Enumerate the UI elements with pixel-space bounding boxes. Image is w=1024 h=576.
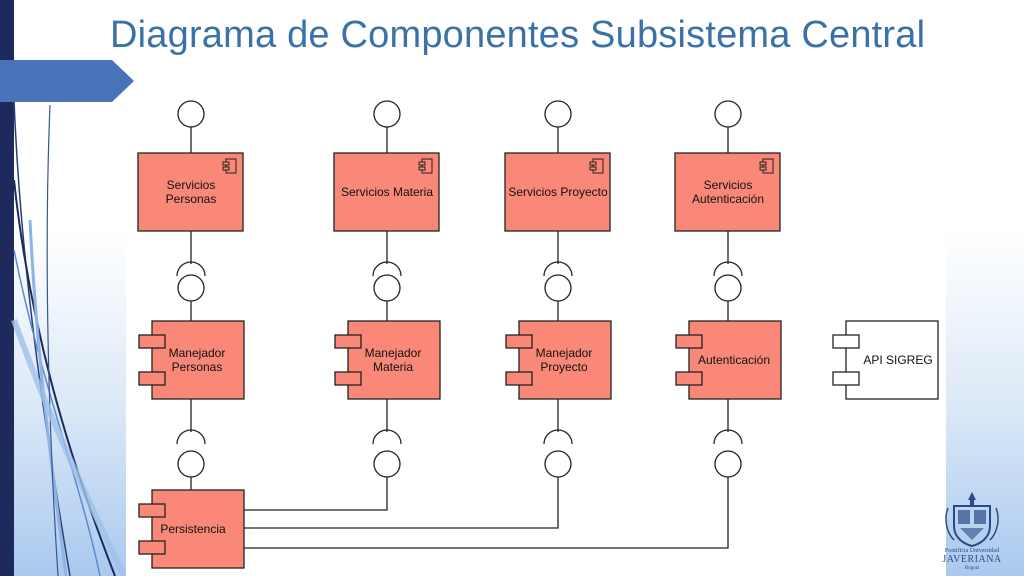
required-interface-icon xyxy=(713,429,743,445)
component-port xyxy=(138,503,166,518)
component-icon-port xyxy=(589,166,597,171)
provided-interface-icon xyxy=(177,274,205,302)
service-label: Servicios Materia xyxy=(341,185,433,199)
component-port xyxy=(334,334,362,349)
provided-interface-icon xyxy=(714,450,742,478)
persistence-connection-line xyxy=(244,477,388,511)
provided-interface-icon xyxy=(373,100,401,128)
external-label: API SIGREG xyxy=(863,353,932,367)
manager-component-box xyxy=(347,320,441,400)
component-port xyxy=(832,334,860,349)
provided-interface-icon xyxy=(714,274,742,302)
manager-component-box xyxy=(518,320,612,400)
required-interface-icon xyxy=(372,261,402,277)
persistence-label: Persistencia xyxy=(160,522,226,536)
provided-interface-icon xyxy=(544,100,572,128)
component-port xyxy=(334,371,362,386)
required-interface-icon xyxy=(543,261,573,277)
required-interface-icon xyxy=(176,261,206,277)
component-port xyxy=(138,334,166,349)
persistence-connection-line xyxy=(244,477,559,529)
component-port xyxy=(675,334,703,349)
service-label: Servicios Proyecto xyxy=(508,185,608,199)
left-accent-bar xyxy=(0,0,14,576)
component-icon xyxy=(762,158,774,174)
provided-interface-icon xyxy=(373,274,401,302)
provided-interface-icon xyxy=(544,274,572,302)
manager-component-box xyxy=(688,320,782,400)
logo-line2: JAVERIANA xyxy=(942,554,1002,565)
component-port xyxy=(138,371,166,386)
decorative-swooshes xyxy=(11,99,127,576)
title-arrow xyxy=(0,60,134,102)
component-port xyxy=(138,540,166,555)
external-component-box xyxy=(845,320,939,400)
component-port xyxy=(832,371,860,386)
required-interface-icon xyxy=(543,429,573,445)
persistence-connection-line xyxy=(244,477,729,549)
component-icon-port xyxy=(759,166,767,171)
component-icon xyxy=(421,158,433,174)
page-title: Diagrama de Componentes Subsistema Centr… xyxy=(110,14,926,56)
component-icon-port xyxy=(418,161,426,166)
logo-line3: Bogotá xyxy=(964,566,980,571)
required-interface-icon xyxy=(713,261,743,277)
component-port xyxy=(505,334,533,349)
component-icon-port xyxy=(418,166,426,171)
javeriana-logo: Pontificia Universidad JAVERIANA Bogotá xyxy=(942,488,1001,572)
provided-interface-icon xyxy=(177,100,205,128)
component-port xyxy=(675,371,703,386)
manager-component-box xyxy=(151,320,245,400)
component-icon-port xyxy=(222,166,230,171)
provided-interface-icon xyxy=(373,450,401,478)
component-icon-port xyxy=(759,161,767,166)
required-interface-icon xyxy=(372,429,402,445)
provided-interface-icon xyxy=(714,100,742,128)
component-icon-port xyxy=(589,161,597,166)
provided-interface-icon xyxy=(544,450,572,478)
persistence-component-box xyxy=(151,489,245,569)
component-icon xyxy=(225,158,237,174)
component-icon xyxy=(592,158,604,174)
provided-interface-icon xyxy=(177,450,205,478)
component-icon-port xyxy=(222,161,230,166)
component-port xyxy=(505,371,533,386)
manager-label: Autenticación xyxy=(698,353,770,367)
logo-line1: Pontificia Universidad xyxy=(944,548,1000,554)
university-seal xyxy=(945,492,999,548)
required-interface-icon xyxy=(176,429,206,445)
